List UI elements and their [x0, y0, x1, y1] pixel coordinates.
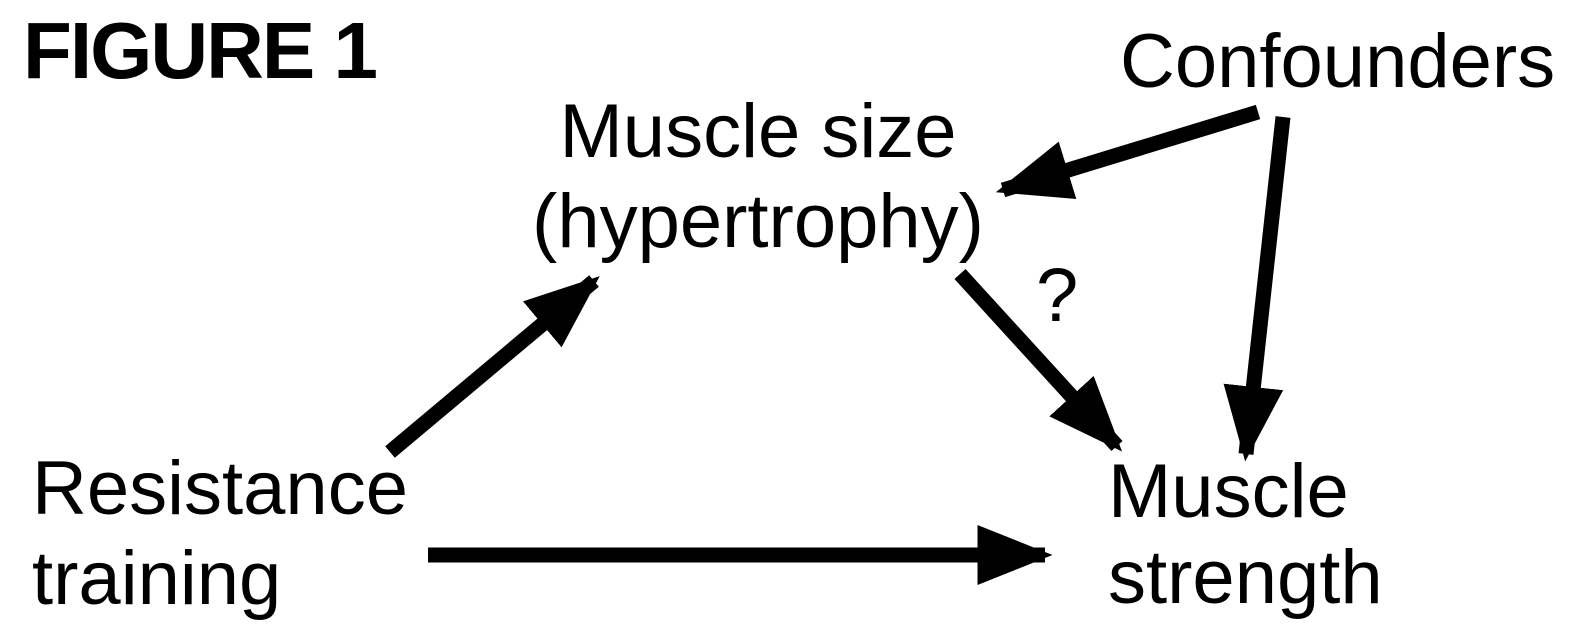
edge-resistance-to-size-arrow: [385, 275, 600, 458]
node-confounders: Confounders: [1120, 17, 1555, 107]
node-resistance-training-line1: Resistance: [32, 446, 408, 531]
node-muscle-size-line2: (hypertrophy): [532, 179, 984, 264]
node-resistance-training-line2: training: [32, 536, 282, 621]
node-muscle-size-line1: Muscle size: [559, 89, 957, 174]
node-muscle-strength-line2: strength: [1108, 535, 1383, 620]
figure-title: FIGURE 1: [23, 6, 378, 95]
edge-confounders-to-strength-arrow: [1223, 116, 1291, 462]
node-muscle-strength-line1: Muscle: [1108, 449, 1349, 534]
edge-question-mark-label: ?: [1036, 253, 1079, 338]
node-confounders-line1: Confounders: [1120, 19, 1556, 104]
node-muscle-size: Muscle size (hypertrophy): [408, 87, 1108, 267]
node-resistance-training: Resistance training: [32, 444, 408, 624]
node-muscle-strength: Muscle strength: [1108, 449, 1383, 621]
